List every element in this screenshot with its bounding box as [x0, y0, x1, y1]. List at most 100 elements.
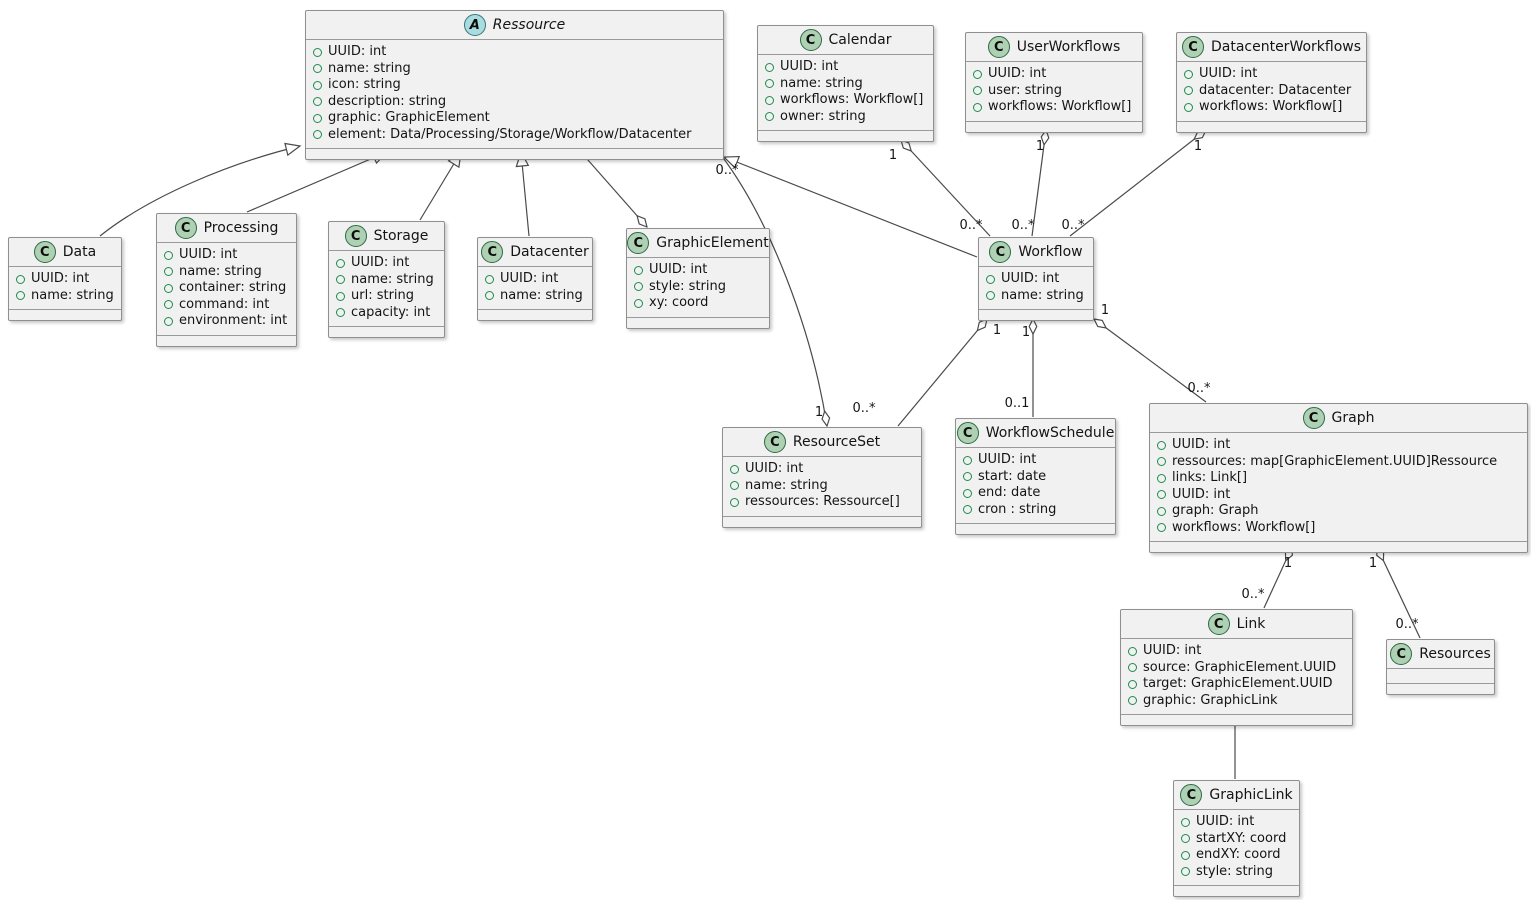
field-visibility-icon: [16, 274, 25, 284]
attribute-text: workflows: Workflow[]: [780, 92, 924, 107]
multiplicity-label: 1: [1101, 303, 1109, 318]
multiplicity-label: 0..*: [1395, 617, 1419, 632]
class-badge-icon: C: [627, 232, 650, 254]
class-badge-icon: C: [987, 36, 1010, 58]
attribute-row: name: string: [313, 61, 715, 78]
attribute-row: UUID: int: [313, 44, 715, 61]
methods-compartment: [758, 130, 933, 141]
edge-workflow-aggregates-resourceset: [897, 319, 987, 427]
field-visibility-icon: [16, 291, 25, 301]
attribute-text: description: string: [328, 93, 447, 109]
attribute-row: UUID: int: [485, 271, 584, 288]
multiplicity-label: 0..*: [1241, 587, 1265, 602]
field-visibility-icon: [336, 308, 345, 318]
field-visibility-icon: [963, 505, 972, 515]
attribute-row: UUID: int: [730, 461, 913, 478]
multiplicity-label: 1: [1284, 556, 1292, 571]
class-badge-icon: C: [989, 241, 1012, 263]
field-visibility-icon: [963, 488, 972, 498]
attribute-row: ressources: Ressource[]: [730, 494, 913, 511]
field-visibility-icon: [336, 275, 345, 285]
edge-processing-extends-ressource: [246, 151, 389, 213]
attribute-row: url: string: [336, 288, 436, 305]
attribute-text: UUID: int: [31, 271, 90, 286]
attribute-text: name: string: [500, 287, 583, 303]
field-visibility-icon: [313, 80, 322, 90]
attribute-text: UUID: int: [1199, 66, 1258, 81]
class-title-datacenterworkflows: DatacenterWorkflows: [1210, 39, 1362, 55]
multiplicity-label: 0..*: [715, 163, 739, 178]
class-badge-icon: C: [33, 241, 56, 263]
field-visibility-icon: [1157, 506, 1166, 516]
methods-compartment: [979, 309, 1093, 320]
class-header: C GraphicLink: [1174, 781, 1299, 809]
class-title-processing: Processing: [203, 220, 279, 236]
attribute-text: name: string: [780, 75, 863, 91]
field-visibility-icon: [313, 113, 322, 123]
attribute-text: UUID: int: [328, 44, 387, 59]
attribute-row: name: string: [336, 272, 436, 289]
attribute-row: description: string: [313, 94, 715, 111]
edge-datacenter-extends-ressource: [515, 150, 530, 237]
attribute-text: source: GraphicElement.UUID: [1143, 659, 1337, 675]
edge-userworkflows-aggregates-workflow: [1031, 130, 1046, 237]
attribute-text: graphic: GraphicLink: [1143, 692, 1278, 708]
multiplicity-label: 1: [1036, 139, 1044, 154]
attribute-text: name: string: [351, 271, 434, 287]
attribute-text: user: string: [988, 82, 1062, 98]
field-visibility-icon: [986, 274, 995, 284]
attribute-row: ressources: map[GraphicElement.UUID]Ress…: [1157, 454, 1519, 471]
methods-compartment: [9, 309, 121, 320]
attributes-compartment: [1387, 668, 1494, 683]
attribute-row: UUID: int: [1181, 814, 1291, 831]
field-visibility-icon: [1157, 523, 1166, 533]
multiplicity-label: 1: [889, 148, 897, 163]
methods-compartment: [1177, 120, 1366, 132]
attribute-text: workflows: Workflow[]: [1172, 519, 1316, 535]
class-badge-icon: C: [1180, 784, 1203, 806]
attribute-row: name: string: [16, 288, 114, 305]
field-visibility-icon: [1128, 646, 1137, 656]
edge-graph-aggregates-resources: [1377, 547, 1421, 639]
attribute-row: name: string: [765, 76, 925, 93]
attribute-text: url: string: [351, 288, 415, 303]
field-visibility-icon: [765, 112, 774, 122]
attribute-text: links: Link[]: [1172, 470, 1248, 485]
edge-storage-extends-ressource: [419, 150, 462, 221]
attribute-row: workflows: Workflow[]: [765, 92, 925, 109]
field-visibility-icon: [1128, 679, 1137, 689]
field-visibility-icon: [963, 472, 972, 482]
attribute-text: xy: coord: [649, 295, 709, 310]
multiplicity-label: 1: [993, 323, 1001, 338]
class-title-graphiclink: GraphicLink: [1209, 787, 1293, 803]
attribute-text: end: date: [978, 485, 1041, 500]
class-title-storage: Storage: [373, 228, 429, 244]
attribute-text: target: GraphicElement.UUID: [1143, 676, 1333, 691]
attribute-row: xy: coord: [634, 295, 761, 312]
attribute-text: container: string: [179, 280, 287, 295]
methods-compartment: [478, 309, 592, 320]
field-visibility-icon: [634, 298, 643, 308]
field-visibility-icon: [1128, 696, 1137, 706]
attribute-text: ressources: Ressource[]: [745, 494, 900, 509]
attribute-text: UUID: int: [1143, 643, 1202, 658]
attribute-row: style: string: [634, 279, 761, 296]
attribute-row: UUID: int: [164, 247, 288, 264]
